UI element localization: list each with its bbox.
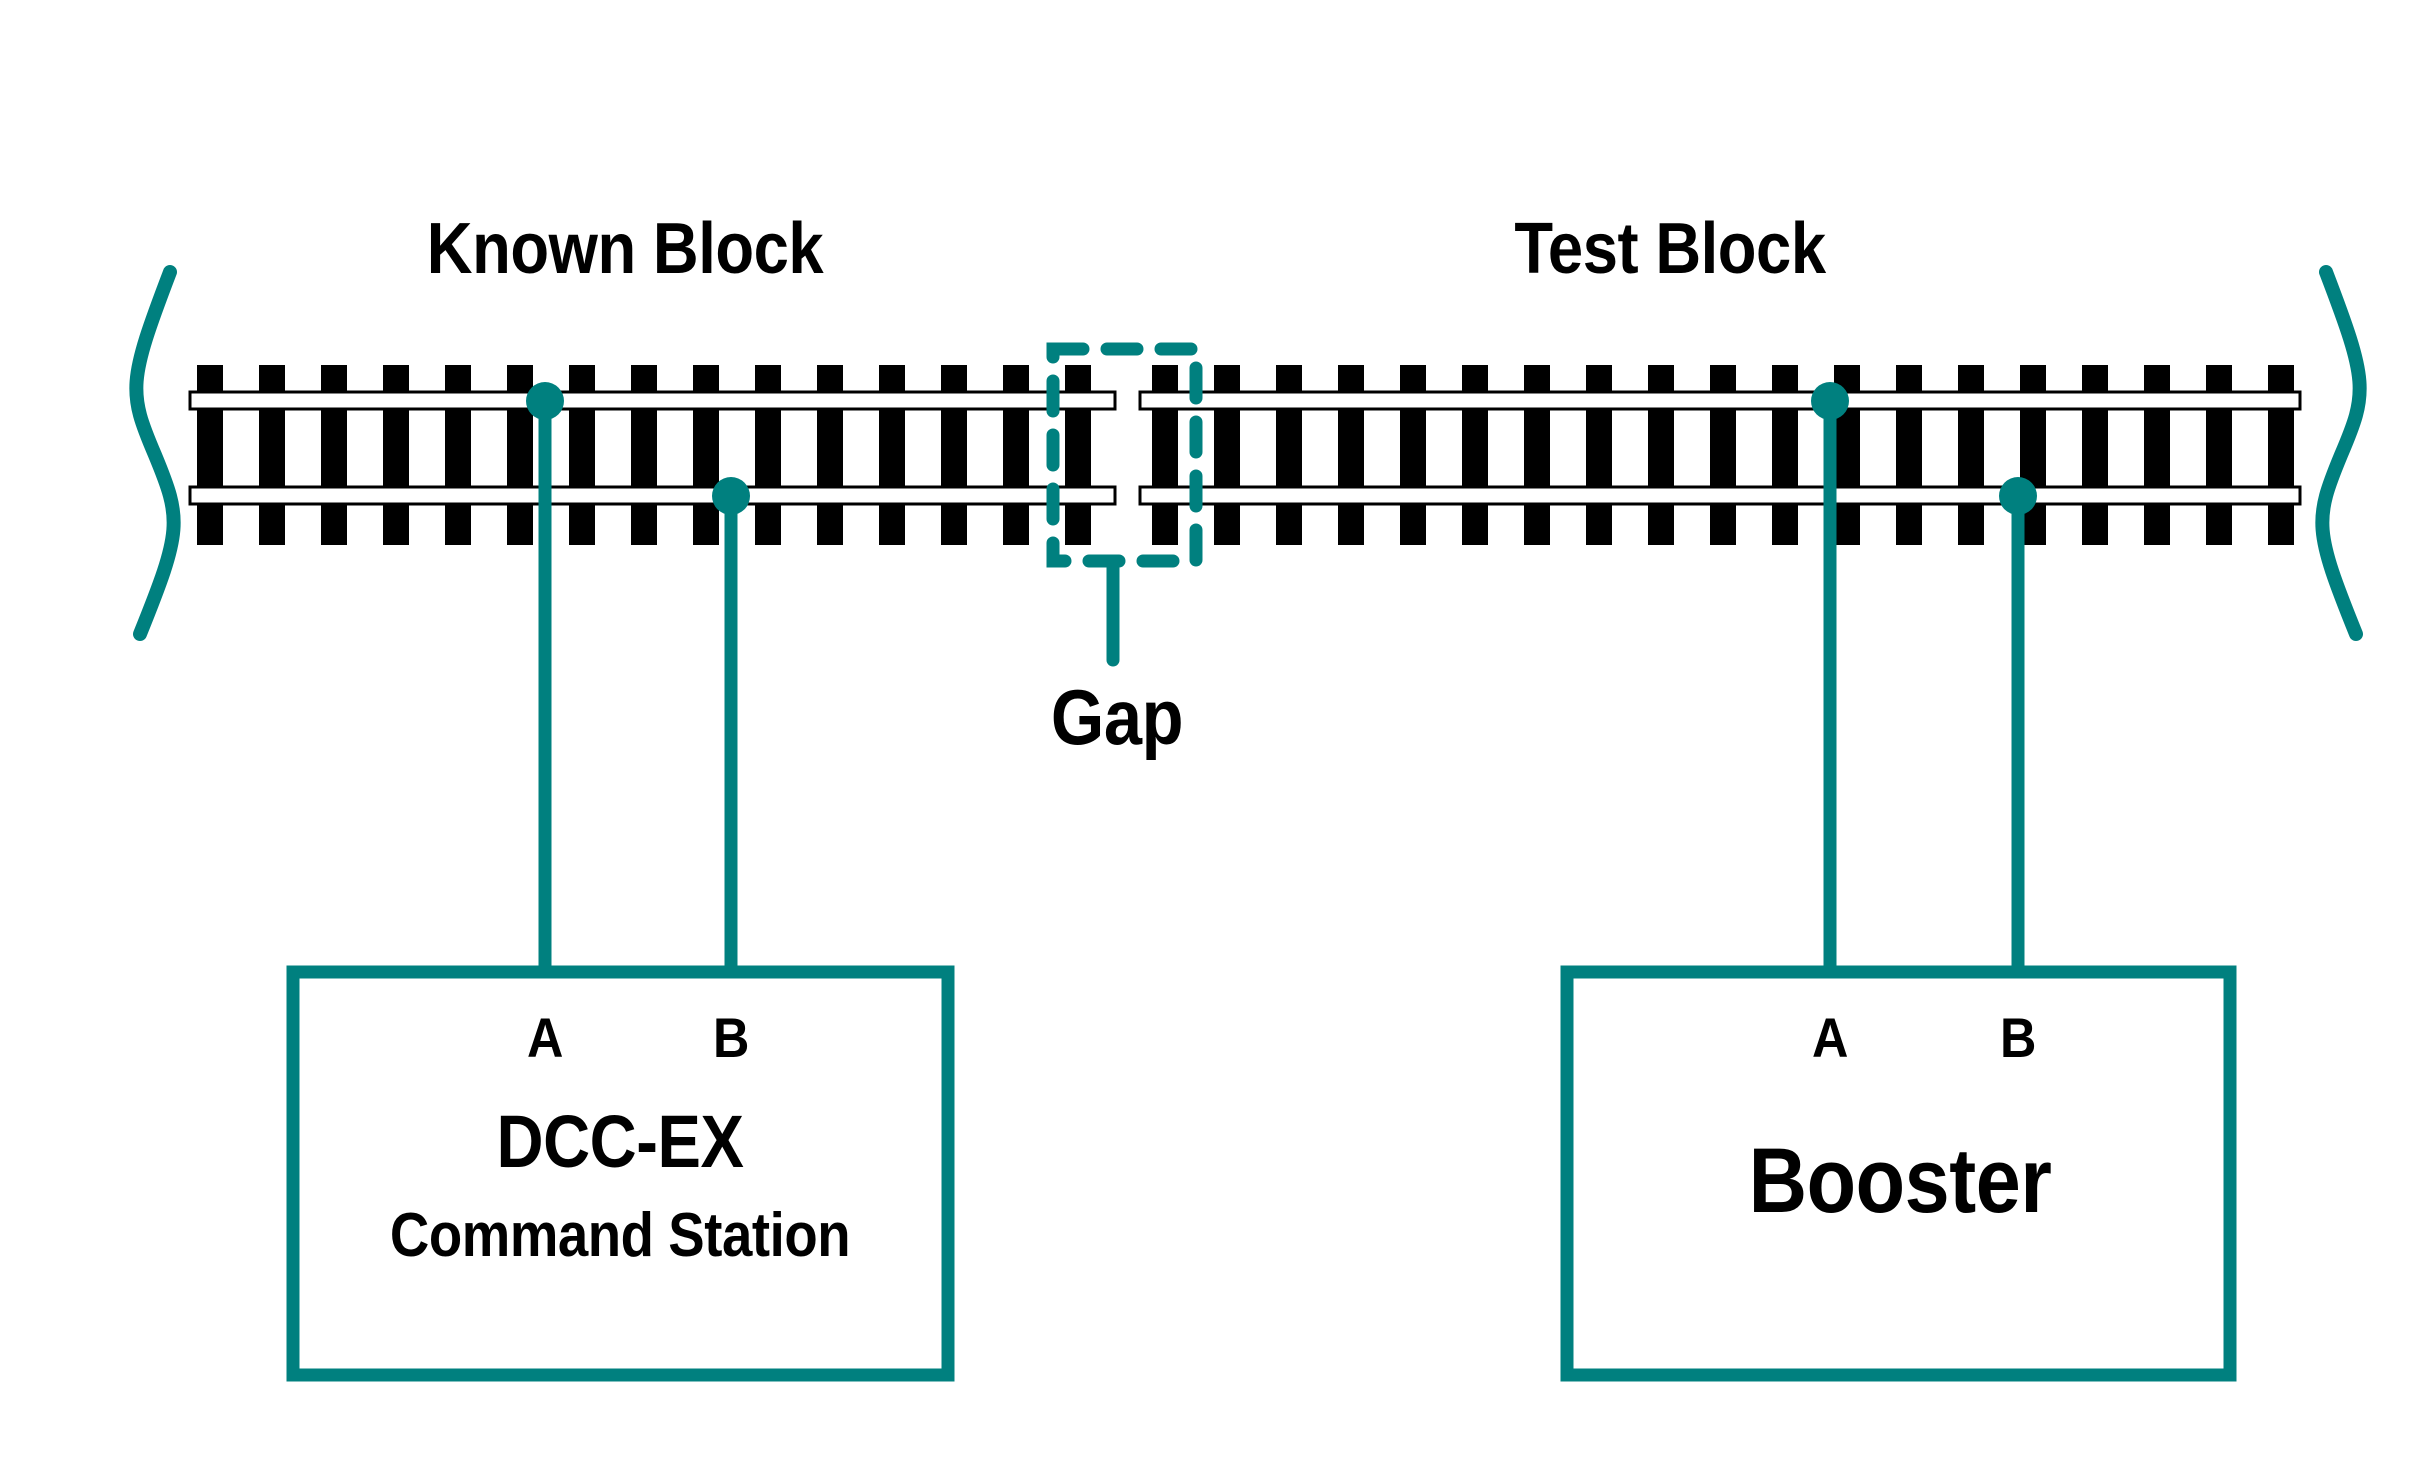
command-station-terminal-a-label: A	[527, 1006, 563, 1069]
known-block-title: Known Block	[426, 209, 824, 289]
command-station-box[interactable]	[286, 965, 955, 1382]
wire-junction-dot-booster-b	[1999, 477, 2037, 515]
wire-junction-dot-cs-b	[712, 477, 750, 515]
rails-known-block	[188, 390, 1117, 506]
dashed-gap-box	[1046, 342, 1203, 568]
gap-label: Gap	[1050, 673, 1184, 761]
booster-terminal-b-label: B	[2000, 1006, 2036, 1069]
test-block-title: Test Block	[1514, 209, 1826, 289]
track-continues-brace-right	[2315, 265, 2367, 641]
command-station-name-line2: Command Station	[389, 1201, 851, 1270]
booster-name-line1: Booster	[1748, 1130, 2052, 1232]
booster-terminal-a-label: A	[1812, 1006, 1848, 1069]
command-station-terminal-b-label: B	[713, 1006, 749, 1069]
command-station-name-line1: DCC-EX	[496, 1100, 744, 1183]
track-continues-brace-left	[129, 265, 181, 641]
wire-junction-dot-cs-a	[526, 382, 564, 420]
booster-box[interactable]	[1560, 965, 2237, 1382]
wire-junction-dot-booster-a	[1811, 382, 1849, 420]
